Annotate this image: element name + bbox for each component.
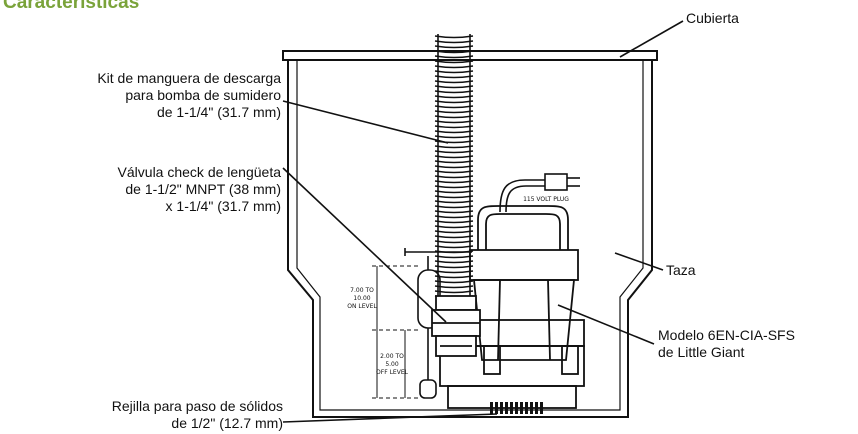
screen-slot [515, 402, 518, 414]
label-valvula: Válvula check de lengüeta de 1-1/2" MNPT… [118, 164, 281, 215]
on-level-text-3: ON LEVEL [347, 303, 377, 310]
hose-rib [434, 225, 474, 229]
hose-rib [434, 95, 474, 99]
hose-rib [434, 245, 474, 249]
screen-slot [500, 402, 503, 414]
screen-slot [520, 402, 523, 414]
label-kit-manguera: Kit de manguera de descarga para bomba d… [97, 70, 281, 121]
hose-rib [434, 135, 474, 139]
hose-rib [434, 80, 474, 84]
screen-slot [490, 402, 493, 414]
hose-rib [434, 240, 474, 244]
label-modelo: Modelo 6EN-CIA-SFS de Little Giant [658, 327, 795, 361]
hose-rib [434, 280, 474, 284]
hose-rib [434, 270, 474, 274]
hose-rib [434, 175, 474, 179]
label-kit-manguera-line1: Kit de manguera de descarga [97, 70, 281, 86]
plug-text: 115 VOLT PLUG [523, 196, 569, 203]
label-modelo-line1: Modelo 6EN-CIA-SFS [658, 327, 795, 343]
hose-rib [434, 105, 474, 109]
hose-rib [434, 235, 474, 239]
hose-rib [434, 60, 474, 64]
label-taza: Taza [666, 262, 696, 278]
hose-rib [434, 40, 474, 44]
on-level-text-1: 7.00 TO [350, 287, 374, 294]
off-level-text-3: OFF LEVEL [376, 369, 409, 376]
hose-rib [434, 70, 474, 74]
hose-rib [434, 185, 474, 189]
hose-rib [434, 165, 474, 169]
hose-rib [434, 260, 474, 264]
leader-lines [282, 20, 684, 423]
label-rejilla-line1: Rejilla para paso de sólidos [111, 398, 283, 414]
basin-outline [287, 60, 653, 418]
hose-rib [434, 65, 474, 69]
hose-rib [434, 140, 474, 144]
screen-slot [495, 402, 498, 414]
hose-rib [434, 125, 474, 129]
hose-rib [434, 160, 474, 164]
discharge-hose [434, 34, 474, 299]
label-cubierta: Cubierta [686, 10, 739, 26]
label-valvula-line1: Válvula check de lengüeta [117, 164, 281, 180]
label-rejilla: Rejilla para paso de sólidos de 1/2" (12… [112, 398, 283, 432]
hose-rib [434, 255, 474, 259]
hose-rib [434, 110, 474, 114]
hose-rib [434, 55, 474, 59]
hose-rib [434, 265, 474, 269]
hose-rib [434, 150, 474, 154]
hose-rib [434, 275, 474, 279]
hose-rib [434, 155, 474, 159]
hose-rib [434, 45, 474, 49]
hose-rib [434, 195, 474, 199]
hose-rib [434, 145, 474, 149]
screen-slot [530, 402, 533, 414]
level-dimensions [372, 265, 418, 399]
hose-rib [434, 35, 474, 39]
hose-rib [434, 215, 474, 219]
solids-screen [490, 402, 543, 414]
hose-rib [434, 190, 474, 194]
hose-rib [434, 85, 474, 89]
hose-rib [434, 230, 474, 234]
hose-rib [434, 100, 474, 104]
screen-slot [535, 402, 538, 414]
check-valve [431, 295, 481, 357]
off-level-text-1: 2.00 TO [380, 353, 404, 360]
screen-slot [505, 402, 508, 414]
hose-rib [434, 115, 474, 119]
label-modelo-line2: de Little Giant [658, 344, 745, 360]
hose-rib [434, 75, 474, 79]
hose-rib [434, 220, 474, 224]
hose-rib [434, 210, 474, 214]
hose-rib [434, 120, 474, 124]
label-valvula-line3: x 1-1/4" (31.7 mm) [165, 198, 281, 214]
hose-rib [434, 130, 474, 134]
hose-rib [434, 200, 474, 204]
label-rejilla-line2: de 1/2" (12.7 mm) [171, 415, 283, 431]
label-valvula-line2: de 1-1/2" MNPT (38 mm) [125, 181, 281, 197]
hose-rib [434, 180, 474, 184]
on-level-text-2: 10.00 [353, 295, 370, 302]
label-kit-manguera-line3: de 1-1/4" (31.7 mm) [156, 104, 281, 120]
section-heading: Características [3, 0, 140, 13]
hose-rib [434, 205, 474, 209]
hose-rib [434, 50, 474, 54]
label-kit-manguera-line2: para bomba de sumidero [125, 87, 281, 103]
hose-rib [434, 290, 474, 294]
hose-rib [434, 170, 474, 174]
off-level-text-2: 5.00 [385, 361, 399, 368]
hose-rib [434, 285, 474, 289]
hose-rib [434, 90, 474, 94]
screen-slot [540, 402, 543, 414]
screen-slot [510, 402, 513, 414]
screen-slot [525, 402, 528, 414]
